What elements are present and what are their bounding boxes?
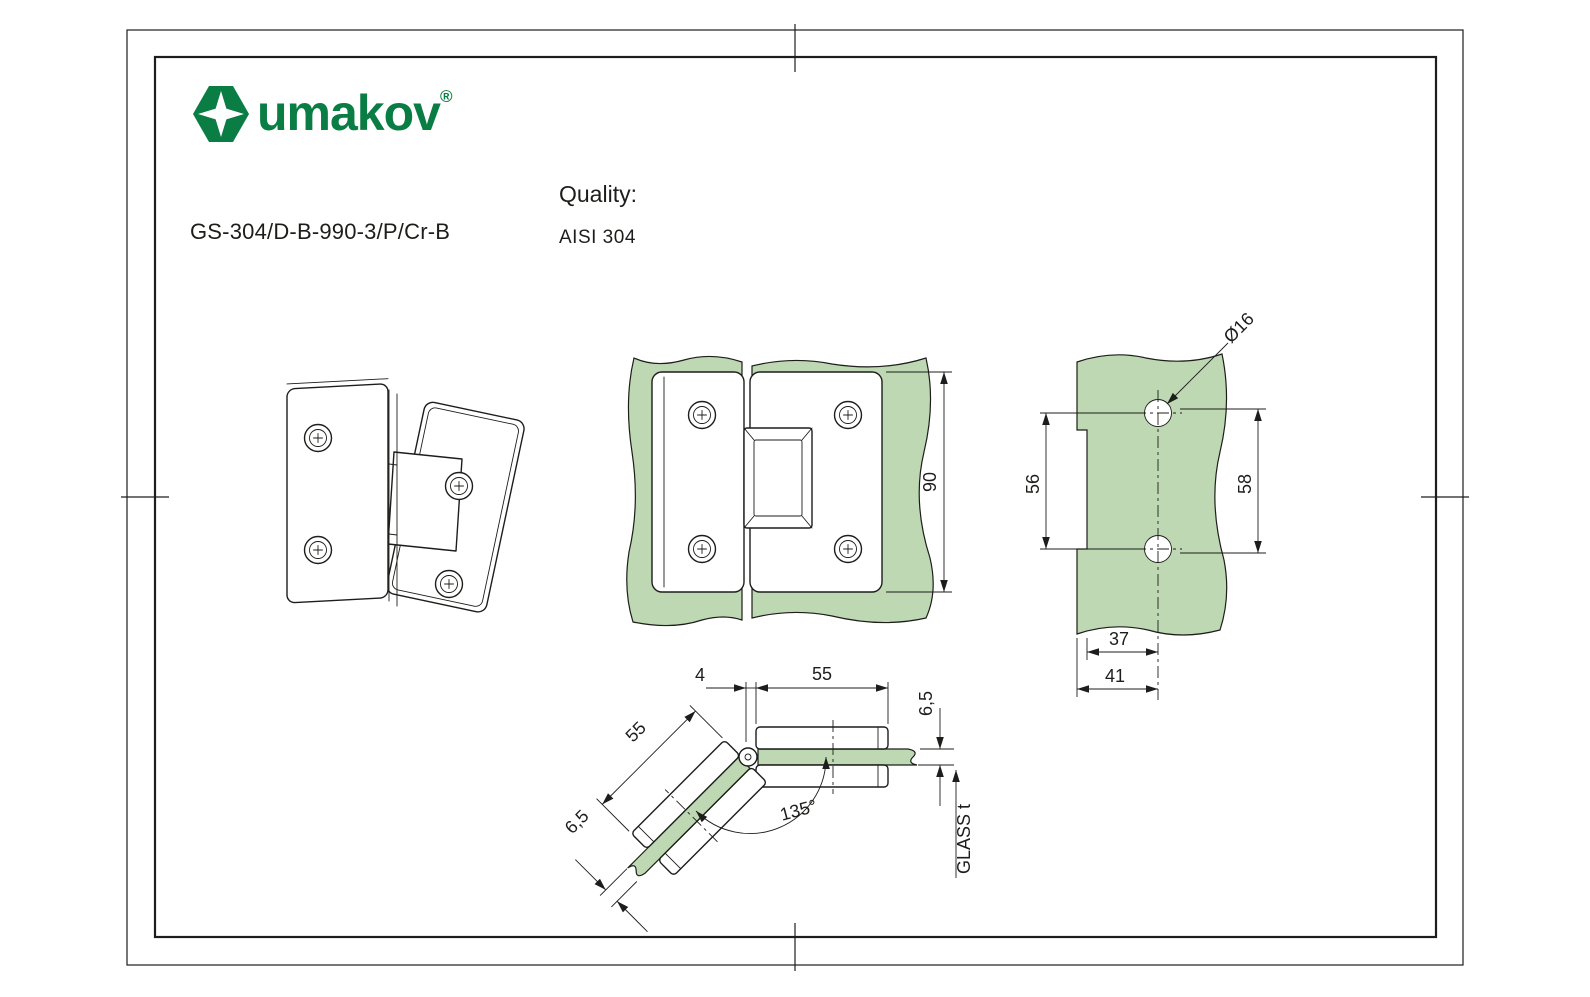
knuckle-tick <box>388 463 398 466</box>
knuckle-tick <box>388 533 398 536</box>
iso-hinge-joint <box>388 389 398 607</box>
dim-right-58: 58 <box>1180 408 1266 554</box>
dim-notch-37: 37 <box>1086 629 1158 660</box>
plate-end-line <box>637 825 655 843</box>
screw <box>444 471 474 501</box>
ext-line <box>689 705 723 739</box>
dim-label-58: 58 <box>1235 474 1255 494</box>
knuckle-bevel <box>801 515 813 529</box>
plate-end-line <box>664 852 682 870</box>
glass-t-label: GLASS t <box>954 804 974 874</box>
dim-label-55-diag: 55 <box>622 718 650 746</box>
hinge-pivot-pin <box>744 753 752 761</box>
quality-label: Quality: <box>559 181 637 207</box>
dim-gap-and-width: 4 55 <box>695 664 889 742</box>
knuckle-bevel <box>743 515 755 529</box>
iso-plate-left-face <box>286 383 389 604</box>
hinge-knuckle <box>743 427 813 529</box>
dim-label-41: 41 <box>1105 666 1125 686</box>
screw <box>833 400 863 430</box>
dim-line <box>575 859 607 891</box>
view-glass-prep: Ø16 56 58 37 41 <box>1023 309 1266 700</box>
ext-line <box>611 881 638 908</box>
knuckle-bevel <box>743 427 755 441</box>
screw <box>687 400 717 430</box>
dim-label-55-top: 55 <box>812 664 832 684</box>
knuckle-inner <box>753 439 803 517</box>
dim-label-56: 56 <box>1023 474 1043 494</box>
ext-line <box>596 798 630 832</box>
dim-line <box>616 900 648 932</box>
dim-label-90: 90 <box>920 472 940 492</box>
dim-label-65-diag: 6,5 <box>561 806 593 838</box>
view-front: 90 <box>626 355 952 627</box>
quality-value: AISI 304 <box>559 227 636 248</box>
product-code: GS-304/D-B-990-3/P/Cr-B <box>190 219 451 244</box>
iso-center-cutout <box>387 451 463 552</box>
angle-arc <box>695 756 830 834</box>
ext-line <box>599 868 628 896</box>
dim-label-4: 4 <box>695 665 705 685</box>
dim-glass-thickness-right: 6,5 GLASS t <box>916 691 974 878</box>
brand-name: umakov <box>257 85 441 141</box>
dim-height-90: 90 <box>886 371 952 593</box>
dim-label-37: 37 <box>1109 629 1129 649</box>
dim-edge-41: 41 <box>1076 638 1158 697</box>
section-plate-top <box>755 726 889 750</box>
section-plate-bottom <box>755 764 889 788</box>
section-right-assembly <box>755 720 918 794</box>
drawing-frame <box>121 24 1469 971</box>
dim-label-135: 135° <box>778 796 819 825</box>
section-glass-right <box>757 748 918 766</box>
screw <box>833 534 863 564</box>
dim-hole-spacing-56: 56 <box>1023 412 1134 550</box>
logo-star-horizontal <box>198 107 244 121</box>
screw <box>434 569 464 599</box>
knuckle-bevel <box>801 427 813 441</box>
dim-label-65-right: 6,5 <box>916 691 936 716</box>
glass-panel-prep <box>1076 353 1228 636</box>
brand-wordmark: umakov® <box>257 88 453 138</box>
brand-logo-icon <box>193 86 249 142</box>
knuckle-outer <box>743 427 813 529</box>
screw <box>303 423 333 453</box>
leader-line <box>1166 342 1229 405</box>
registered-mark: ® <box>439 87 453 106</box>
view-isometric <box>286 378 525 613</box>
screw <box>687 534 717 564</box>
dim-label-dia16: Ø16 <box>1220 309 1258 347</box>
iso-plate-left <box>286 378 389 604</box>
dim-line <box>601 710 696 805</box>
iso-plate-left-thickness <box>286 378 389 385</box>
screw <box>303 535 333 565</box>
view-section: 4 55 6,5 GLASS t 135° 55 6,5 <box>561 664 974 932</box>
